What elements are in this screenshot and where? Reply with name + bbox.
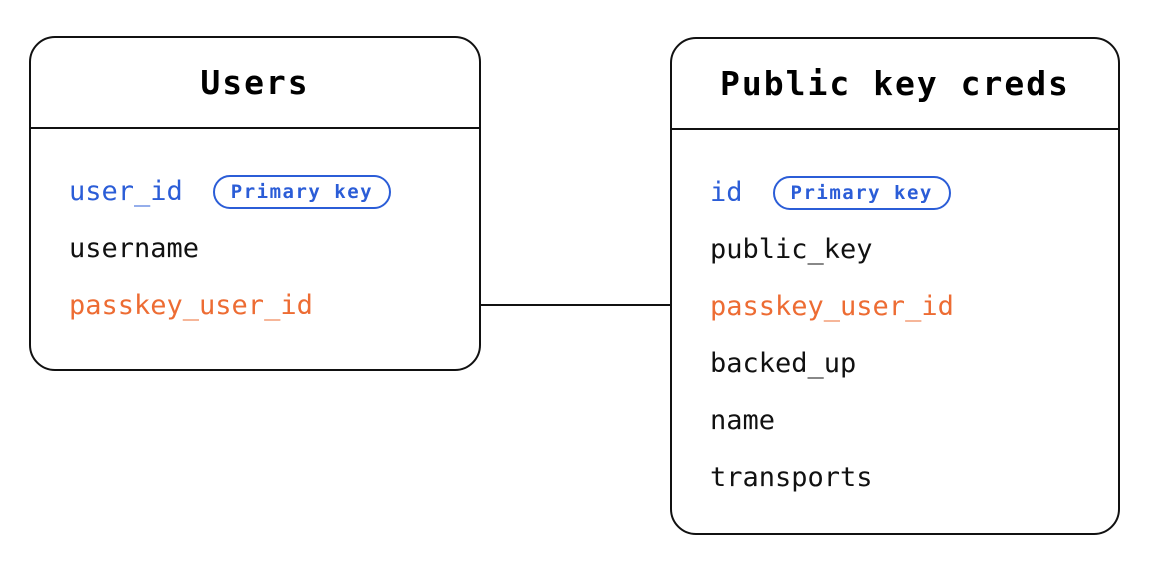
field-row-id: id Primary key bbox=[710, 164, 1098, 221]
public-key-creds-table-fields: id Primary key public_key passkey_user_i… bbox=[672, 130, 1118, 506]
field-name-transports: transports bbox=[710, 462, 873, 493]
field-row-user-id: user_id Primary key bbox=[69, 163, 459, 220]
public-key-creds-table-node: Public key creds id Primary key public_k… bbox=[670, 37, 1120, 535]
field-row-passkey-user-id: passkey_user_id bbox=[710, 278, 1098, 335]
public-key-creds-table-title: Public key creds bbox=[720, 64, 1070, 103]
users-table-title: Users bbox=[200, 63, 310, 102]
users-table-fields: user_id Primary key username passkey_use… bbox=[31, 129, 479, 334]
field-name-name: name bbox=[710, 405, 776, 436]
users-table-header: Users bbox=[31, 38, 479, 129]
primary-key-badge: Primary key bbox=[772, 175, 951, 210]
field-name-passkey-user-id: passkey_user_id bbox=[710, 291, 954, 322]
field-row-backed-up: backed_up bbox=[710, 335, 1098, 392]
public-key-creds-table-header: Public key creds bbox=[672, 39, 1118, 130]
field-row-public-key: public_key bbox=[710, 221, 1098, 278]
field-row-name: name bbox=[710, 392, 1098, 449]
field-name-username: username bbox=[69, 233, 200, 264]
field-name-id: id bbox=[710, 177, 743, 208]
field-row-transports: transports bbox=[710, 449, 1098, 506]
field-name-public-key: public_key bbox=[710, 234, 873, 265]
field-row-username: username bbox=[69, 220, 459, 277]
field-name-backed-up: backed_up bbox=[710, 348, 857, 379]
primary-key-badge: Primary key bbox=[212, 174, 392, 209]
field-row-passkey-user-id: passkey_user_id bbox=[69, 277, 459, 334]
users-table-node: Users user_id Primary key username passk… bbox=[29, 36, 481, 371]
field-name-passkey-user-id: passkey_user_id bbox=[69, 290, 313, 321]
field-name-user-id: user_id bbox=[69, 176, 183, 207]
relationship-connector-line bbox=[481, 304, 670, 306]
